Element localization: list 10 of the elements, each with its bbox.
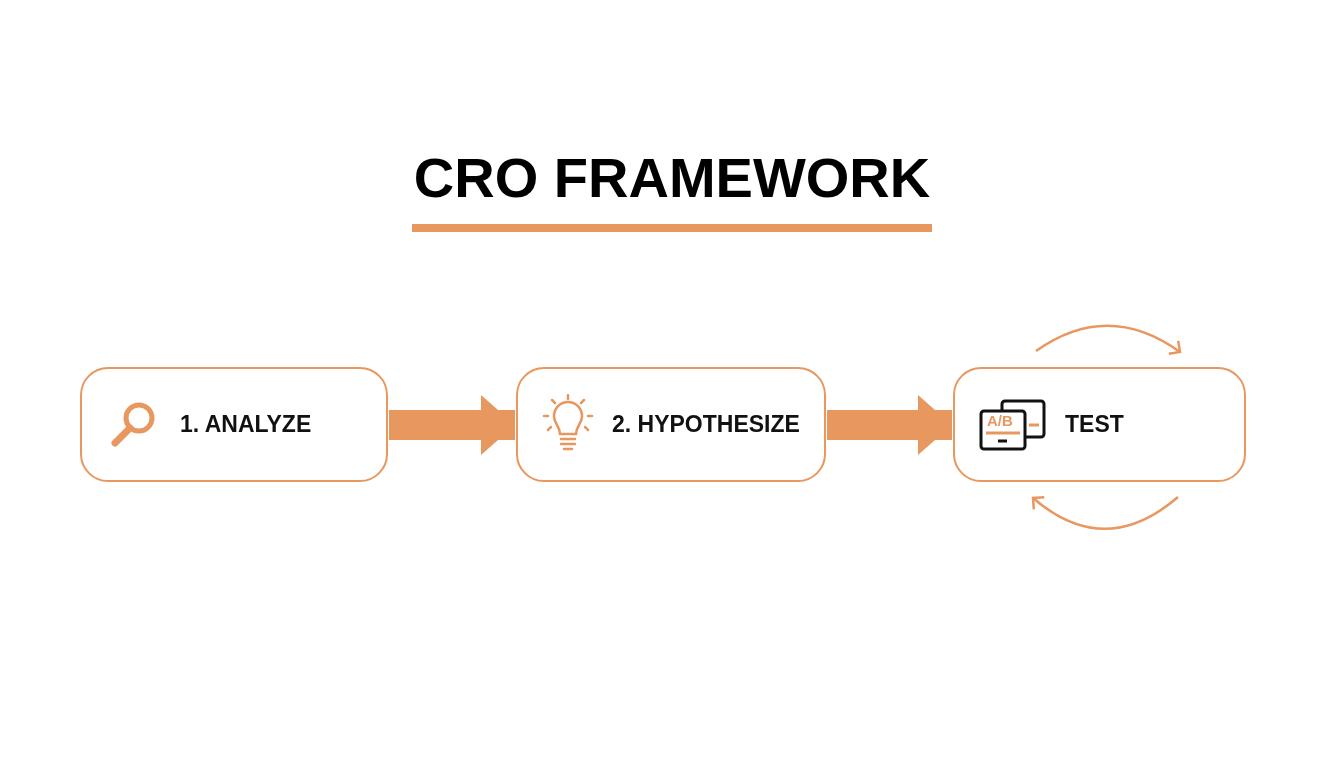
step-label: TEST	[1065, 410, 1124, 440]
title: CRO FRAMEWORK	[411, 150, 933, 232]
step-label: 1. ANALYZE	[180, 410, 312, 440]
step-box	[953, 367, 1246, 482]
block-arrow	[389, 395, 515, 455]
block-arrow	[827, 395, 952, 455]
step-box	[516, 367, 826, 482]
step-box	[80, 367, 388, 482]
ab-label: A/B	[987, 412, 1013, 428]
step-label: 2. HYPOTHESIZE	[612, 410, 800, 440]
